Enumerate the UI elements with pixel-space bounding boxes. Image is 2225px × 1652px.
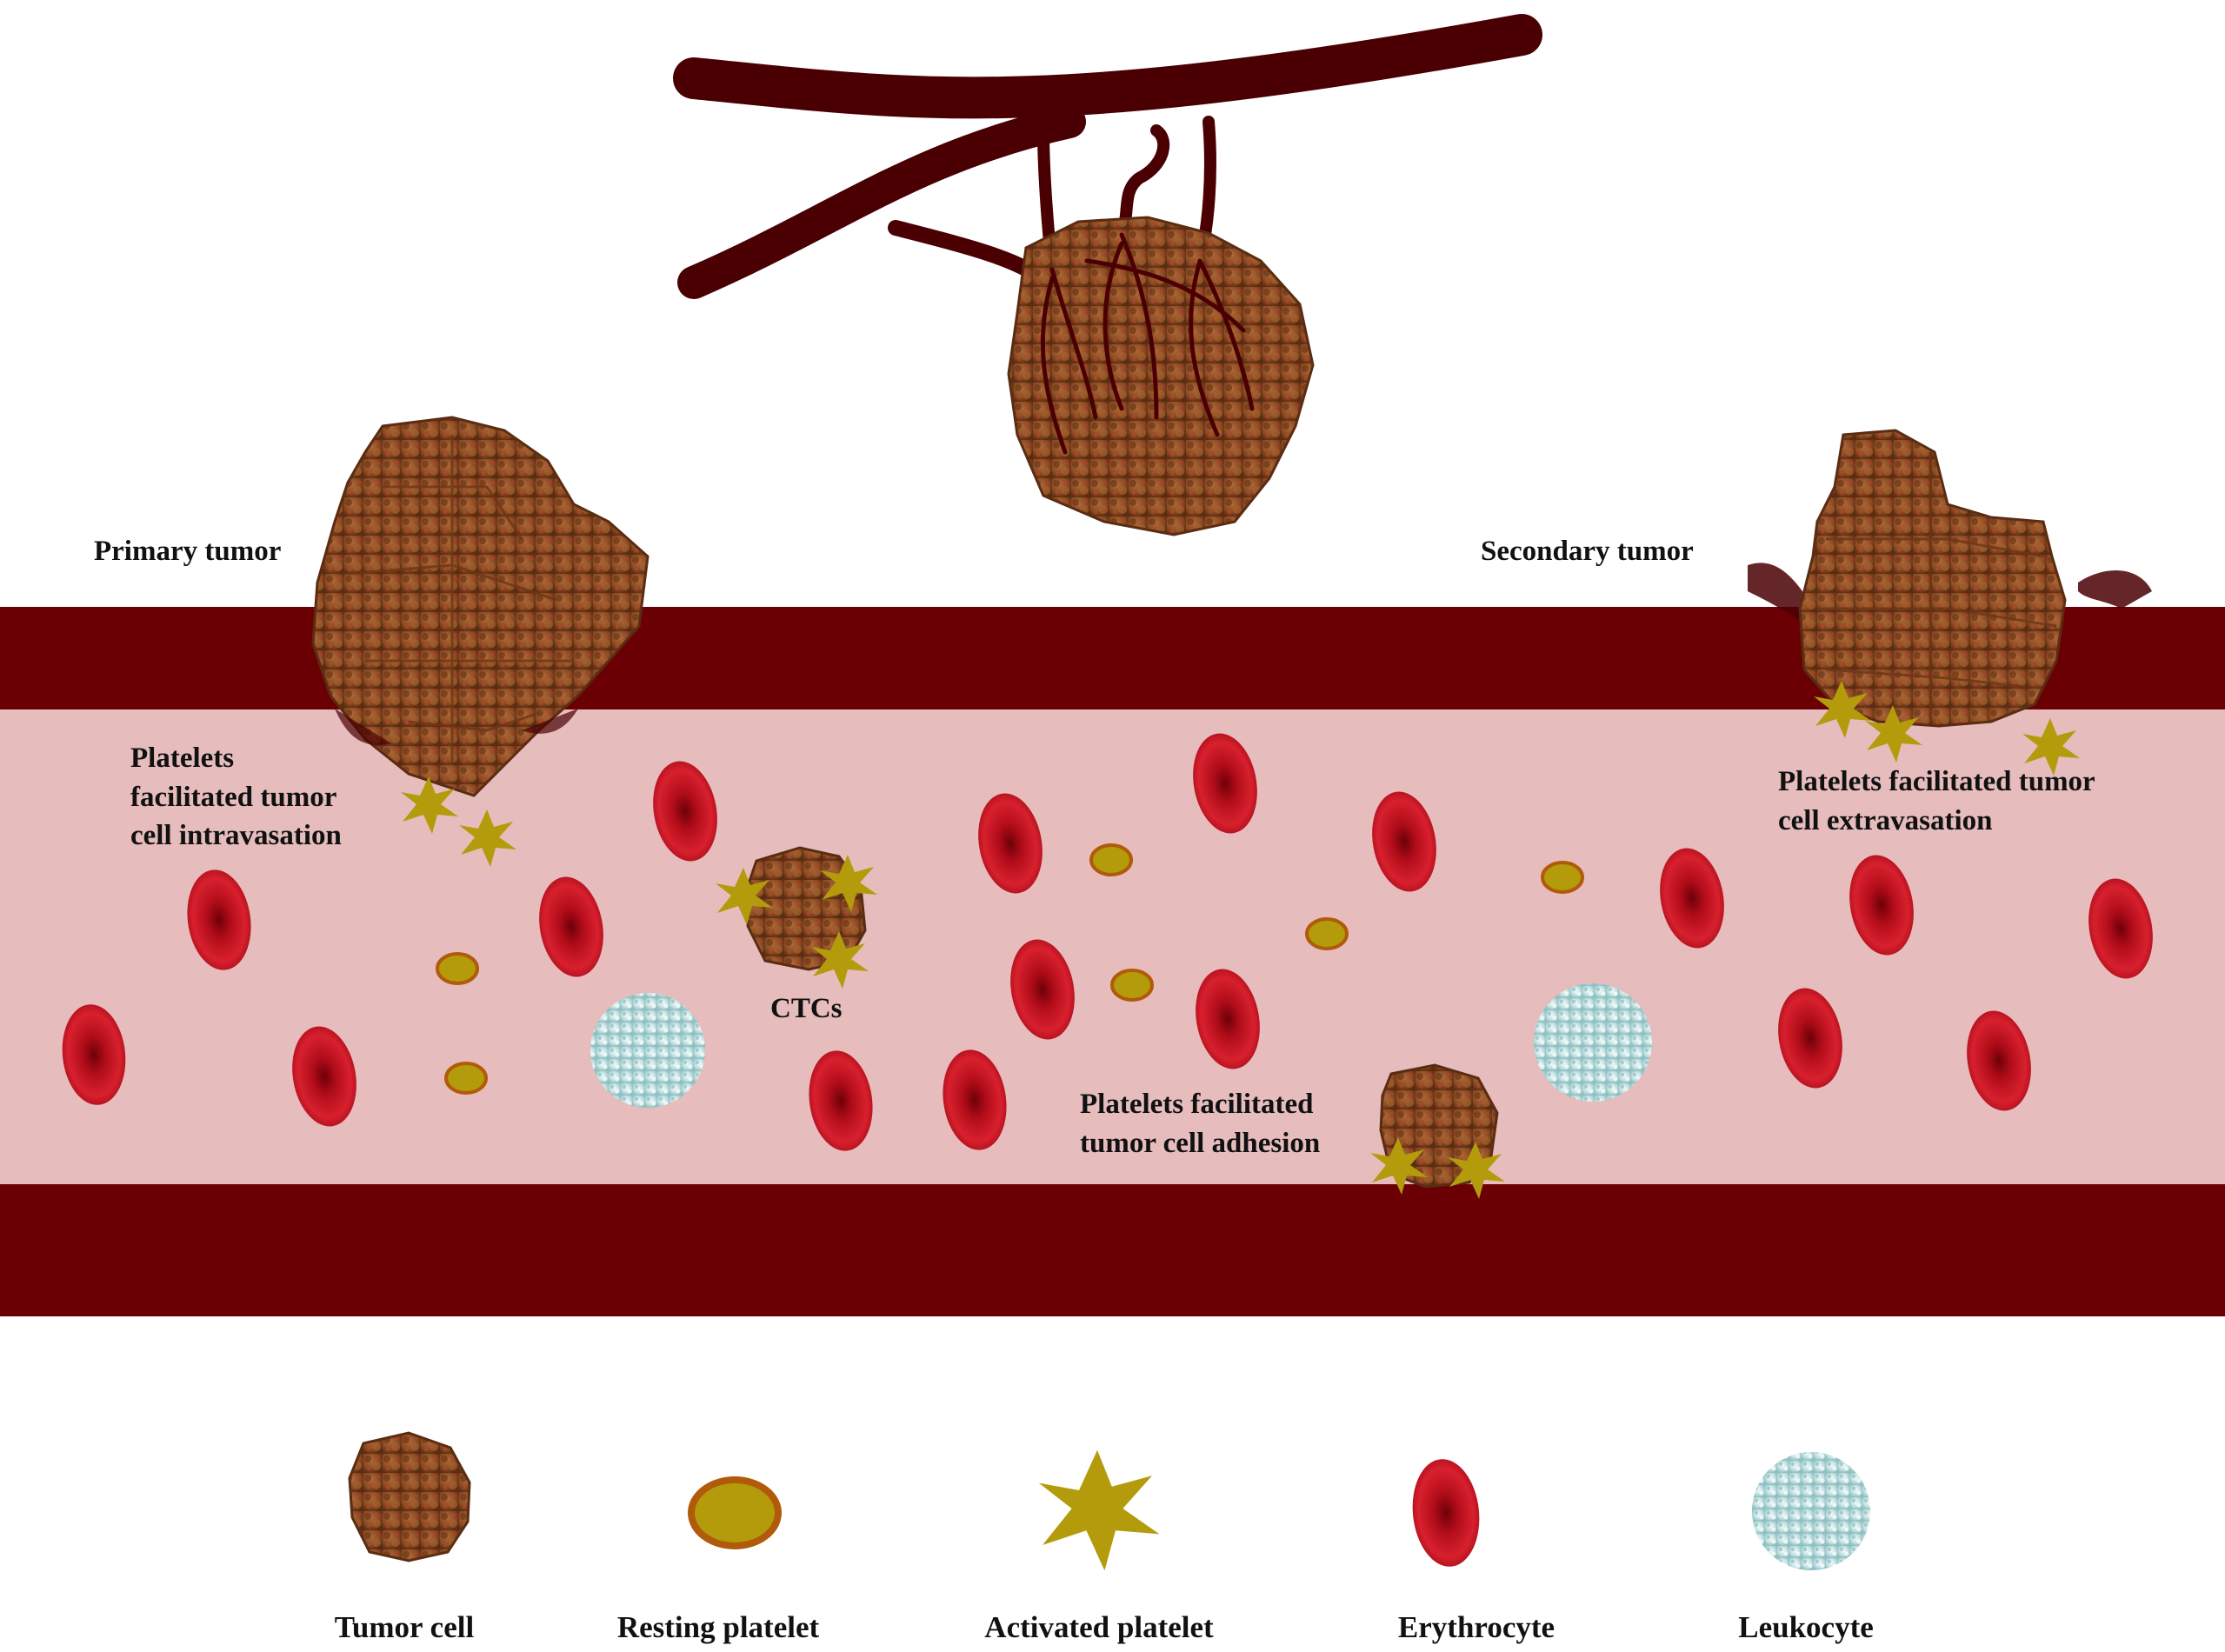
erythrocyte [1010,939,1075,1040]
erythrocyte [1372,791,1436,892]
leukocyte [1534,983,1652,1102]
activated-platelets [401,681,2080,1199]
secondary-tumor [1748,429,2152,728]
legend-label-tumor-cell: Tumor cell [334,1610,475,1644]
erythrocyte [1196,969,1260,1069]
activated-platelet [716,868,773,925]
leukocyte-icon [1752,1452,1870,1570]
activated-platelet [1865,705,1922,763]
activated-platelet [1814,681,1871,738]
primary-tumor-label: Primary tumor [94,536,282,567]
legend-label-activated-platelet: Activated platelet [984,1610,1214,1644]
vessel-bottom-wall [0,1184,2225,1316]
erythrocyte [62,1004,126,1105]
erythrocyte [187,869,251,970]
activated-platelet [820,855,877,912]
erythrocyte [539,876,603,977]
resting-platelet [1305,917,1349,950]
erythrocyte [943,1049,1007,1150]
resting-platelet [444,1062,488,1095]
legend-label-resting-platelet: Resting platelet [616,1610,820,1644]
vessel-lumen [0,709,2225,1186]
legend-icons [348,1431,1870,1571]
extravasation-label: Platelets facilitated tumor cell extrava… [1778,763,2095,840]
activated-platelet [811,931,869,989]
erythrocyte [653,761,717,862]
adhesion-label-line1: Platelets facilitated [1080,1089,1314,1120]
resting-platelet [1541,861,1584,894]
activated-platelet-icon [1038,1449,1160,1571]
resting-platelet [1089,843,1133,876]
erythrocyte [1193,733,1257,834]
erythrocyte [1660,848,1724,949]
tumor-cell-icon [348,1431,471,1562]
resting-platelets [436,843,1584,1095]
resting-platelet-icon [688,1476,782,1549]
activated-platelet [1448,1142,1505,1199]
intravasation-label: Platelets facilitated tumor cell intrava… [130,739,342,856]
secondary-tumor-label: Secondary tumor [1481,536,1694,567]
leukocyte [590,993,705,1108]
leukocytes [590,983,1652,1108]
activated-platelet [459,809,516,867]
erythrocyte [292,1026,356,1127]
intravasation-label-line2: facilitated tumor [130,781,337,813]
ctcs-label: CTCs [770,993,843,1024]
legend-label-erythrocyte: Erythrocyte [1397,1610,1556,1644]
erythrocyte [978,793,1043,894]
capillary-branch [677,105,1086,299]
erythrocyte [2088,878,2153,979]
erythrocyte [809,1050,873,1151]
adhesion-label: Platelets facilitated tumor cell adhesio… [1080,1085,1320,1162]
activated-platelet [2022,718,2080,776]
activated-platelet [1370,1137,1428,1195]
extravasation-label-line2: cell extravasation [1778,804,1993,836]
capillary-main [673,14,1542,119]
erythrocytes [62,733,2153,1151]
erythrocyte [1849,855,1914,956]
resting-platelet [1110,969,1154,1002]
extravasation-label-line1: Platelets facilitated tumor [1778,766,2095,797]
erythrocyte-icon [1412,1459,1480,1567]
angiogenic-tumor [1007,216,1315,536]
intravasation-label-line1: Platelets [130,743,235,774]
erythrocyte [1967,1010,2031,1111]
resting-platelet [436,952,479,985]
primary-tumor [311,416,650,797]
angiogenesis-vessels [673,14,1542,299]
legend-label-leukocyte: Leukocyte [1738,1610,1874,1644]
activated-platelet [401,776,458,834]
intravasation-label-line3: cell intravasation [130,820,342,852]
adhesion-label-line2: tumor cell adhesion [1080,1127,1321,1159]
erythrocyte [1778,988,1842,1089]
